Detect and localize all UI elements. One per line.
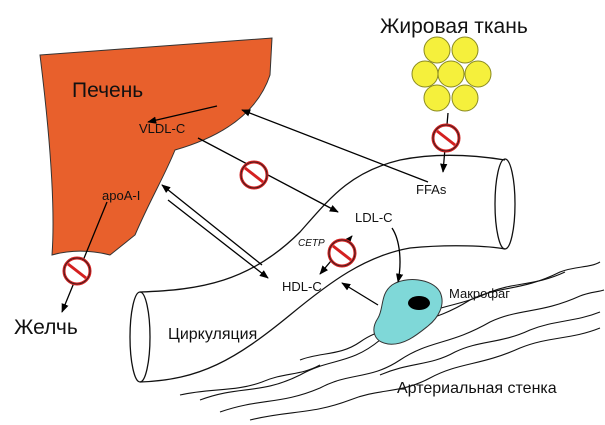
label-bile: Желчь <box>14 316 78 339</box>
label-liver: Печень <box>72 79 143 102</box>
no-entry-icon <box>241 162 267 188</box>
label-macrophage: Макрофаг <box>449 286 510 301</box>
arrow-ffa-to-vldl <box>242 110 428 182</box>
no-entry-icon <box>433 125 459 151</box>
macrophage-nucleus <box>408 296 430 310</box>
label-circulation: Циркуляция <box>168 326 257 343</box>
label-adipose: Жировая ткань <box>380 15 528 38</box>
arrow-liver-to-hdl <box>168 200 268 278</box>
macrophage-cell <box>374 280 442 345</box>
label-vldl: VLDL-C <box>139 121 185 136</box>
blood-vessel <box>130 155 515 382</box>
label-ffas: FFAs <box>416 182 447 197</box>
liver-shape <box>40 38 272 255</box>
arrow-macrophage-to-hdl <box>342 283 378 305</box>
label-cetp: CETP <box>298 238 325 249</box>
arrow-hdl-to-liver <box>162 185 262 265</box>
arrow-ldl-to-macrophage <box>392 228 400 282</box>
label-ldl: LDL-C <box>355 210 393 225</box>
label-hdl: HDL-C <box>282 279 322 294</box>
label-apoa: apoA-I <box>102 188 140 203</box>
no-entry-icon <box>329 240 355 266</box>
adipose-cells <box>412 37 491 111</box>
no-entry-icon <box>64 258 90 284</box>
label-arterial-wall: Артериальная стенка <box>397 380 557 397</box>
